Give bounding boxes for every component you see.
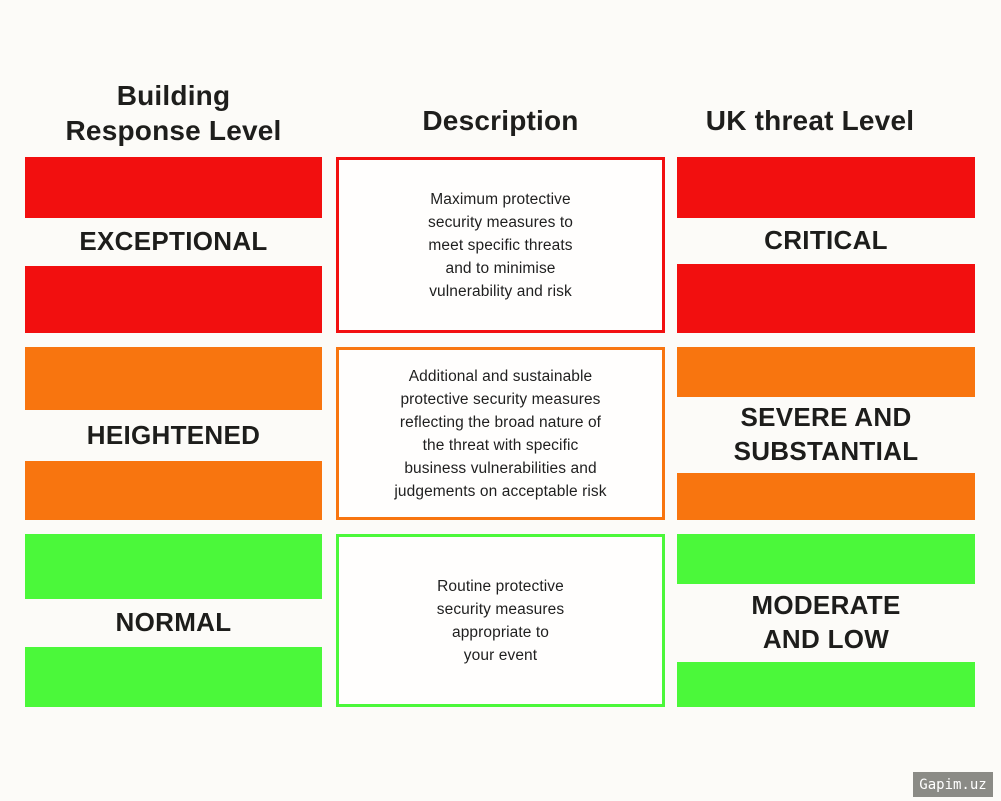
uk-threat-label: MODERATE AND LOW bbox=[751, 590, 901, 654]
red-bar-top bbox=[677, 157, 975, 218]
description-box: Maximum protective security measures to … bbox=[336, 157, 665, 333]
response-level-cell: HEIGHTENED bbox=[25, 347, 322, 520]
uk-threat-cell: SEVERE AND SUBSTANTIAL bbox=[677, 347, 975, 520]
response-level-cell: NORMAL bbox=[25, 534, 322, 707]
header-building-response-level: Building Response Level bbox=[65, 80, 282, 146]
uk-threat-cell: CRITICAL bbox=[677, 157, 975, 333]
uk-threat-label: CRITICAL bbox=[764, 225, 888, 256]
orange-bar-top bbox=[677, 347, 975, 397]
uk-threat-cell: MODERATE AND LOW bbox=[677, 534, 975, 707]
description-cell: Maximum protective security measures to … bbox=[336, 157, 665, 333]
green-bar-bottom bbox=[25, 647, 322, 707]
response-level-label: HEIGHTENED bbox=[86, 419, 261, 450]
header-description: Description bbox=[422, 105, 579, 136]
description-text: Additional and sustainable protective se… bbox=[394, 367, 607, 500]
description-text: Maximum protective security measures to … bbox=[428, 190, 573, 300]
threat-row-heightened: HEIGHTENED Additional and sustainable pr… bbox=[0, 347, 1001, 520]
green-bar-bottom bbox=[677, 662, 975, 707]
description-cell: Routine protective security measures app… bbox=[336, 534, 665, 707]
description-box: Routine protective security measures app… bbox=[336, 534, 665, 707]
red-bar-bottom bbox=[25, 266, 322, 333]
orange-bar-bottom bbox=[25, 461, 322, 520]
description-box: Additional and sustainable protective se… bbox=[336, 347, 665, 520]
response-level-label: EXCEPTIONAL bbox=[79, 226, 268, 257]
response-level-cell: EXCEPTIONAL bbox=[25, 157, 322, 333]
green-bar-top bbox=[677, 534, 975, 584]
green-bar-top bbox=[25, 534, 322, 599]
orange-bar-bottom bbox=[677, 473, 975, 520]
red-bar-bottom bbox=[677, 264, 975, 333]
threat-row-exceptional: EXCEPTIONAL Maximum protective security … bbox=[0, 157, 1001, 333]
watermark-badge: Gapim.uz bbox=[913, 772, 993, 797]
description-cell: Additional and sustainable protective se… bbox=[336, 347, 665, 520]
orange-bar-top bbox=[25, 347, 322, 410]
response-level-label: NORMAL bbox=[115, 607, 232, 638]
description-text: Routine protective security measures app… bbox=[436, 577, 565, 664]
uk-threat-label: SEVERE AND SUBSTANTIAL bbox=[733, 402, 919, 466]
threat-row-normal: NORMAL Routine protective security measu… bbox=[0, 534, 1001, 707]
red-bar-top bbox=[25, 157, 322, 218]
header-uk-threat-level: UK threat Level bbox=[705, 105, 915, 136]
